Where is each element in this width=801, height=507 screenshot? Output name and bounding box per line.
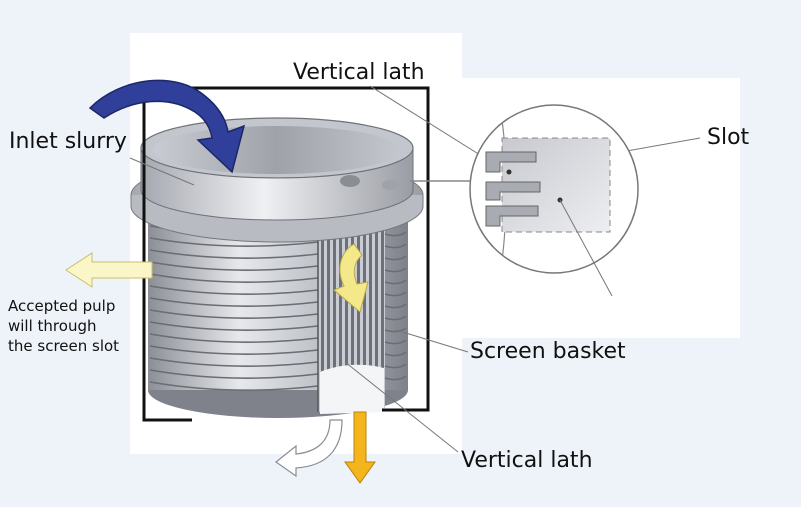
groove-line	[149, 309, 319, 319]
groove-line	[384, 339, 407, 345]
groove-line	[384, 243, 407, 249]
rotation-arrow	[333, 243, 369, 313]
groove-line	[384, 279, 407, 285]
groove-line	[149, 237, 319, 247]
groove-line	[149, 249, 319, 259]
groove-line	[384, 303, 407, 309]
groove-line	[149, 333, 319, 343]
outflow-arrow	[274, 419, 343, 478]
reject-arrow	[344, 411, 376, 484]
slot-label: Slot	[707, 125, 750, 150]
groove-line	[149, 345, 319, 355]
accepted-pulp-arrow	[65, 252, 153, 288]
groove-line	[384, 291, 407, 297]
inlet-slurry-label: Inlet slurry	[9, 129, 127, 154]
vertical-lath-bottom-label: Vertical lath	[461, 448, 593, 473]
groove-line	[384, 375, 407, 381]
accepted-pulp-line-2: will through	[8, 317, 97, 335]
groove-line	[149, 261, 319, 271]
inlet-flow-arrow	[88, 79, 246, 174]
groove-line	[149, 297, 319, 307]
groove-line	[384, 267, 407, 273]
groove-line	[149, 273, 319, 283]
accepted-pulp-line-1: Accepted pulp	[8, 297, 116, 315]
slot-teeth	[485, 151, 541, 227]
accepted-pulp-label: Accepted pulp will through the screen sl…	[8, 296, 158, 356]
groove-line	[384, 315, 407, 321]
groove-line	[149, 381, 319, 391]
groove-line	[384, 351, 407, 357]
groove-line	[384, 255, 407, 261]
groove-line	[149, 285, 319, 295]
groove-line	[384, 363, 407, 369]
groove-line	[384, 231, 407, 237]
groove-line	[149, 369, 319, 379]
groove-line	[149, 357, 319, 367]
groove-line	[384, 327, 407, 333]
vertical-lath-top-label: Vertical lath	[293, 60, 425, 85]
accepted-pulp-line-3: the screen slot	[8, 337, 120, 355]
screen-basket-label: Screen basket	[470, 339, 626, 364]
slot-detail-magnifier	[469, 104, 639, 297]
screen-basket	[130, 117, 424, 418]
groove-line	[149, 321, 319, 331]
